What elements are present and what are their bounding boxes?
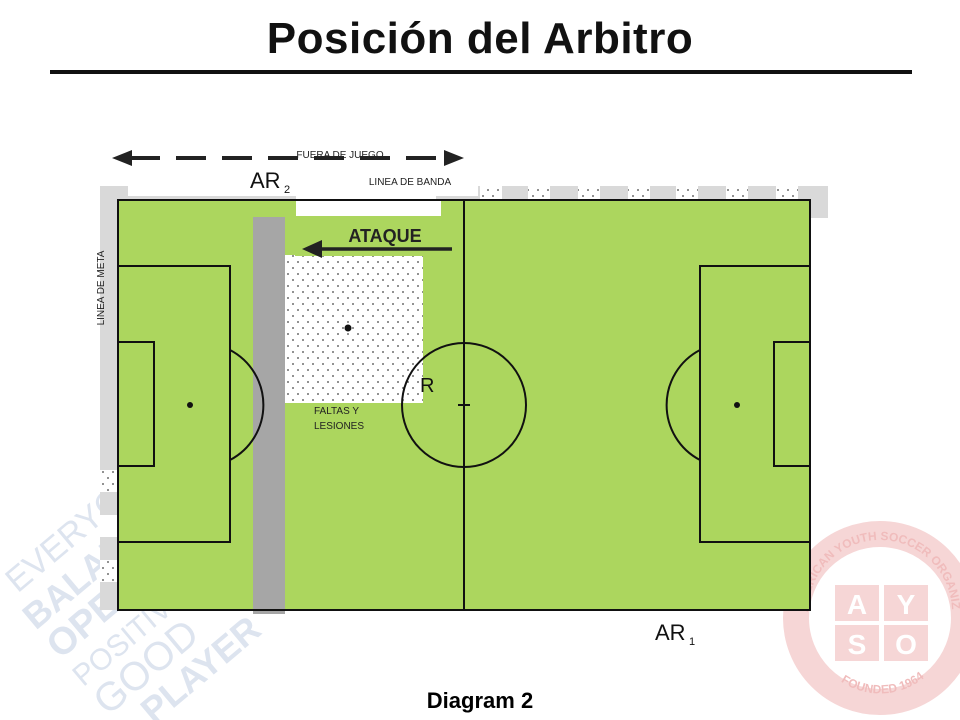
diagram-caption: Diagram 2: [426, 688, 534, 713]
svg-text:AR: AR: [655, 620, 686, 645]
attack-arrow: [302, 240, 452, 258]
foul-spot-dot: [344, 324, 352, 332]
goal-line-label: LINEA DE META: [96, 250, 107, 325]
referee-label: R: [420, 375, 434, 397]
svg-text:AR: AR: [250, 168, 281, 193]
fouls-label-line1: FALTAS Y: [314, 406, 359, 417]
page-title: Posición del Arbitro: [266, 14, 694, 63]
svg-text:A: A: [847, 589, 867, 620]
attack-label: ATAQUE: [348, 226, 421, 246]
svg-text:2: 2: [284, 184, 290, 196]
right-penalty-spot: [734, 402, 740, 408]
offside-line-band: [253, 217, 285, 614]
left-penalty-spot: [187, 402, 193, 408]
svg-text:Y: Y: [897, 589, 916, 620]
title-underline: [50, 70, 912, 74]
fouls-injuries-area: [285, 220, 435, 403]
assistant-referee-1-label: AR 1: [655, 620, 695, 648]
svg-text:1: 1: [689, 636, 695, 648]
offside-label: FUERA DE JUEGO: [296, 150, 383, 161]
touchline-label: LINEA DE BANDA: [369, 177, 452, 188]
fouls-label-line2: LESIONES: [314, 421, 364, 432]
pitch-markings: [117, 199, 811, 611]
svg-text:S: S: [848, 629, 867, 660]
svg-text:O: O: [895, 629, 917, 660]
assistant-referee-2-label: AR 2: [250, 168, 290, 196]
offside-arrow: [112, 150, 464, 166]
